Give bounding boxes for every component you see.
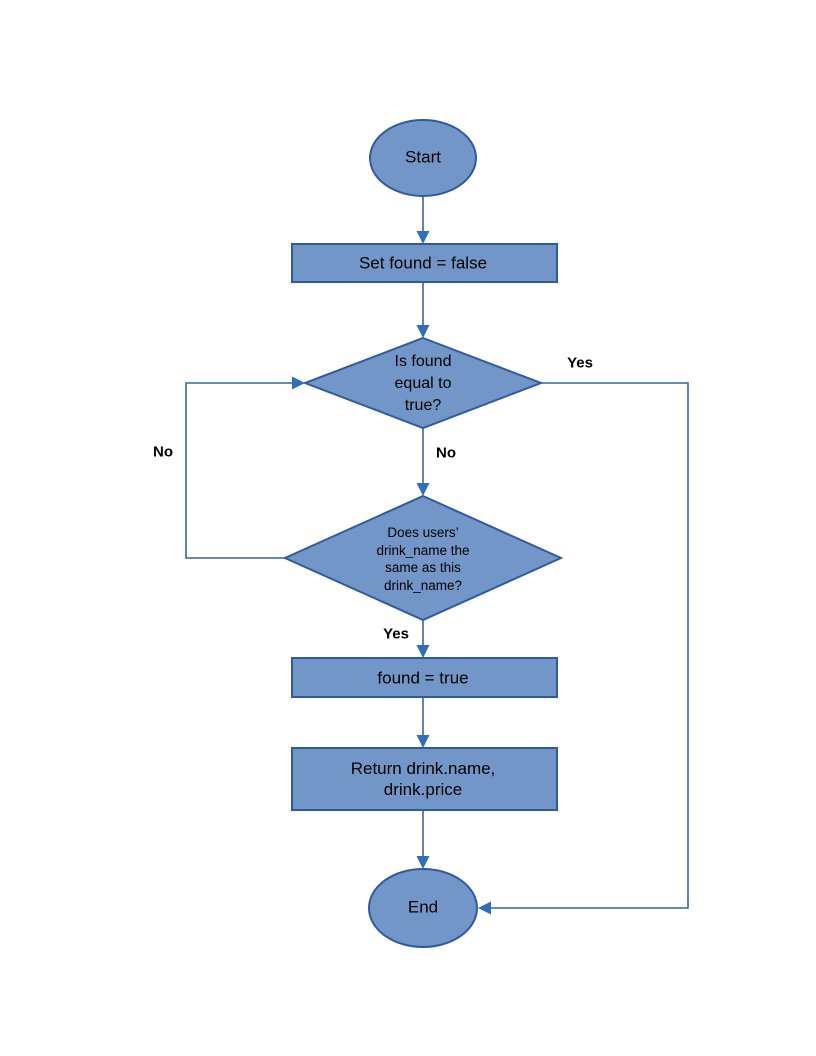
found-true-node-label: found = true: [377, 668, 469, 688]
arrowhead-drinkmatch-yes-to-foundtrue: [416, 645, 430, 658]
start-node-label: Start: [405, 147, 441, 167]
arrowhead-return-to-end: [416, 856, 430, 869]
drink-match-decision-label: Does users’ drink_name the same as this …: [376, 524, 469, 594]
arrowhead-isfound-no-to-drinkmatch: [416, 483, 430, 496]
arrowhead-isfound-yes-to-end: [478, 901, 491, 915]
drink-match-line-4: drink_name?: [383, 577, 463, 593]
set-found-node-label: Set found = false: [358, 253, 488, 273]
return-drink-node: [291, 747, 558, 811]
return-drink-line-2: drink.price: [383, 780, 463, 799]
set-found-node: [291, 243, 558, 283]
drink-match-line-2: drink_name the: [376, 542, 470, 558]
arrowhead-setfound-to-isfound: [416, 325, 430, 338]
yes-down-edge-label: Yes: [383, 625, 409, 643]
drink-match-line-1: Does users’: [387, 525, 459, 540]
is-found-decision-label: Is found equal to true?: [395, 351, 452, 417]
drink-match-decision-node: [282, 494, 564, 622]
is-found-decision-node: [302, 336, 544, 430]
is-found-line-2: equal to: [394, 375, 452, 392]
drink-match-line-3: same as this: [385, 560, 461, 575]
is-found-line-3: true?: [404, 397, 442, 414]
arrowhead-drinkmatch-no-loop: [292, 376, 305, 390]
edge-drinkmatch-no-loop: [185, 382, 292, 559]
return-drink-node-label: Return drink.name, drink.price: [351, 758, 496, 800]
found-true-node: [291, 657, 558, 698]
return-drink-line-1: Return drink.name,: [350, 759, 496, 778]
end-node-label: End: [407, 897, 439, 917]
arrowhead-start-to-setfound: [416, 231, 430, 244]
start-node: [369, 119, 477, 197]
arrowhead-foundtrue-to-return: [416, 735, 430, 748]
no-loop-edge-label: No: [153, 443, 173, 461]
edge-isfound-yes-to-end: [491, 382, 689, 909]
is-found-line-1: Is found: [394, 353, 452, 370]
no-down-edge-label: No: [436, 444, 456, 462]
end-node: [368, 868, 478, 948]
yes-right-edge-label: Yes: [567, 354, 593, 372]
